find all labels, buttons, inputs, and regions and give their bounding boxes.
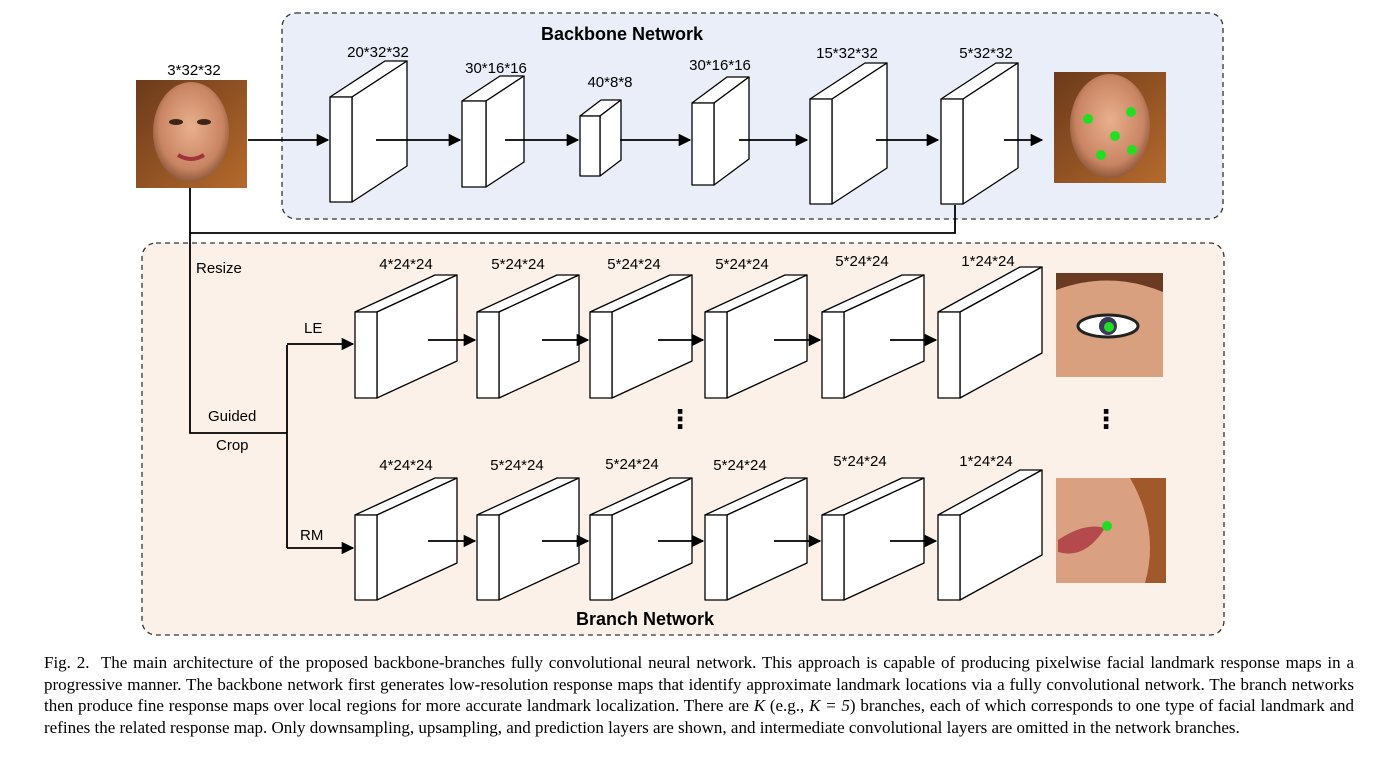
le-layer-label: 1*24*24 — [961, 253, 1014, 270]
backbone-layer-label: 40*8*8 — [587, 74, 632, 91]
layer-blocks — [329, 60, 1043, 601]
flow-line — [189, 188, 287, 434]
crop-label: Crop — [216, 437, 249, 454]
backbone-output-face-image — [1054, 72, 1166, 183]
connection-arrows — [189, 133, 1044, 555]
rm-layer-label: 5*24*24 — [713, 457, 766, 474]
le-layer-block — [937, 266, 1043, 399]
le-layer-block — [821, 274, 925, 399]
backbone-layer-block — [691, 76, 750, 186]
backbone-layer-block — [940, 62, 1019, 205]
crop-ellipsis: ⋮ — [1093, 404, 1119, 434]
rm-layer-block — [937, 469, 1043, 601]
backbone-layer-block — [461, 75, 525, 188]
rm-layer-label: 1*24*24 — [959, 453, 1012, 470]
backbone-layer-label: 5*32*32 — [959, 45, 1012, 62]
caption-text-1: The main architecture of the proposed ba… — [44, 653, 1354, 716]
backbone-layer-block — [329, 60, 408, 203]
branch-ellipsis: ⋮ — [667, 404, 693, 434]
flow-line — [190, 205, 956, 234]
guided-label: Guided — [208, 408, 256, 425]
caption-text-2: (e.g., — [769, 696, 805, 716]
le-layer-label: 5*24*24 — [607, 256, 660, 273]
backbone-title: Backbone Network — [541, 24, 704, 44]
caption-fig-label: Fig. 2. — [44, 653, 90, 672]
le-layer-label: 4*24*24 — [379, 256, 432, 273]
rm-layer-block — [589, 477, 693, 601]
rm-layer-label: 4*24*24 — [379, 457, 432, 474]
resize-label: Resize — [196, 260, 242, 277]
rm-layer-block — [354, 477, 458, 601]
le-layer-label: 5*24*24 — [715, 256, 768, 273]
left-eye-crop-image — [1056, 273, 1163, 377]
backbone-layer-label: 30*16*16 — [689, 57, 751, 74]
caption-math-k: K — [753, 696, 766, 716]
backbone-layer-block — [579, 99, 622, 177]
rm-layer-block — [704, 477, 808, 601]
branch-name-rm: RM — [300, 527, 323, 544]
rm-layer-block — [821, 477, 925, 601]
rm-layer-label: 5*24*24 — [490, 457, 543, 474]
input-face-image — [136, 80, 247, 188]
rm-layer-label: 5*24*24 — [605, 456, 658, 473]
backbone-layer-label: 15*32*32 — [816, 45, 878, 62]
le-layer-block — [476, 274, 580, 399]
rm-layer-block — [476, 477, 580, 601]
rm-layer-label: 5*24*24 — [833, 453, 886, 470]
figure-caption: Fig. 2. The main architecture of the pro… — [44, 652, 1354, 738]
le-layer-block — [589, 274, 693, 399]
branch-title: Branch Network — [576, 609, 715, 629]
le-layer-label: 5*24*24 — [835, 253, 888, 270]
branch-name-le: LE — [304, 320, 322, 337]
right-mouth-crop-image — [1056, 478, 1166, 583]
caption-math-k5: K = 5 — [809, 696, 850, 716]
le-layer-label: 5*24*24 — [491, 256, 544, 273]
caption-text-3: ) branches, each of which corresponds to… — [44, 696, 1355, 737]
backbone-layer-label: 30*16*16 — [465, 60, 527, 77]
le-layer-block — [354, 274, 458, 399]
input-size-label: 3*32*32 — [167, 62, 220, 79]
backbone-layer-block — [809, 62, 888, 205]
backbone-layer-label: 20*32*32 — [347, 44, 409, 61]
le-layer-block — [704, 274, 808, 399]
